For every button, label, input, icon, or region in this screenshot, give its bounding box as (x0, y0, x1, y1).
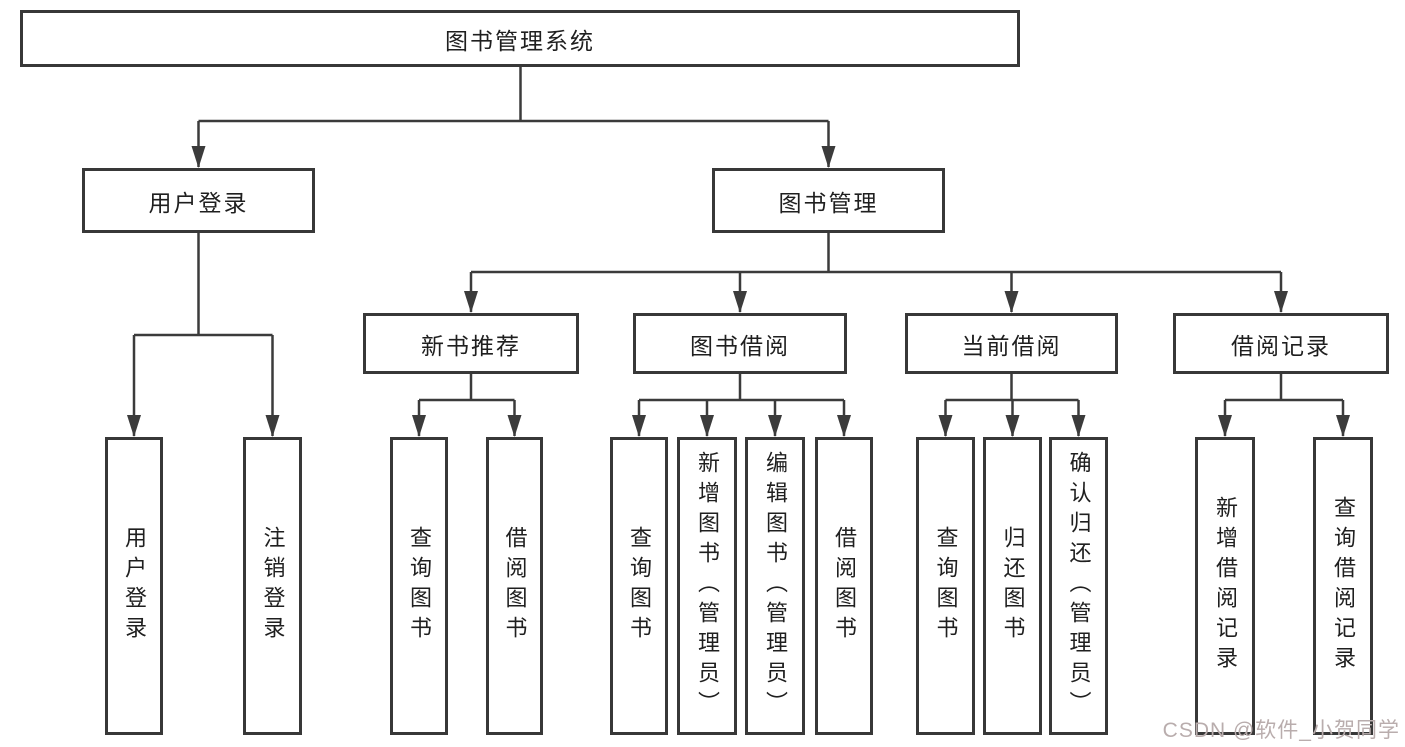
leaf-edit-book-admin: 编辑图书（管理员） (745, 437, 805, 735)
connector-new-book-trunk (419, 372, 515, 402)
connector-root-trunk (198, 66, 829, 123)
connector-book-borrow-trunk (639, 372, 844, 402)
leaf-query-books: 查询图书 (916, 437, 975, 735)
leaf-borrow-books: 借阅图书 (486, 437, 543, 735)
connector-book-mgmt-trunk (471, 231, 1281, 274)
leaf-add-borrow-record: 新增借阅记录 (1195, 437, 1255, 735)
node-borrowing-records: 借阅记录 (1173, 313, 1389, 374)
leaf-query-books: 查询图书 (390, 437, 448, 735)
leaf-confirm-return-admin: 确认归还（管理员） (1049, 437, 1108, 735)
node-new-book-recommendation: 新书推荐 (363, 313, 579, 374)
node-current-borrowing: 当前借阅 (905, 313, 1118, 374)
leaf-logout: 注销登录 (243, 437, 302, 735)
leaf-query-borrow-record: 查询借阅记录 (1313, 437, 1373, 735)
connector-borrow-records-trunk (1225, 372, 1343, 402)
connector-current-borrow-trunk (945, 372, 1079, 402)
csdn-watermark: CSDN @软件_小贺同学 (1162, 719, 1400, 742)
leaf-add-book-admin: 新增图书（管理员） (677, 437, 737, 735)
connector-user-login-trunk (134, 231, 273, 337)
leaf-borrow-books: 借阅图书 (815, 437, 873, 735)
node-book-borrowing: 图书借阅 (633, 313, 847, 374)
node-user-login: 用户登录 (82, 168, 315, 233)
node-library-management-system: 图书管理系统 (20, 10, 1020, 67)
leaf-user-login: 用户登录 (105, 437, 163, 735)
leaf-query-books: 查询图书 (610, 437, 668, 735)
leaf-return-book: 归还图书 (983, 437, 1042, 735)
node-book-management: 图书管理 (712, 168, 945, 233)
